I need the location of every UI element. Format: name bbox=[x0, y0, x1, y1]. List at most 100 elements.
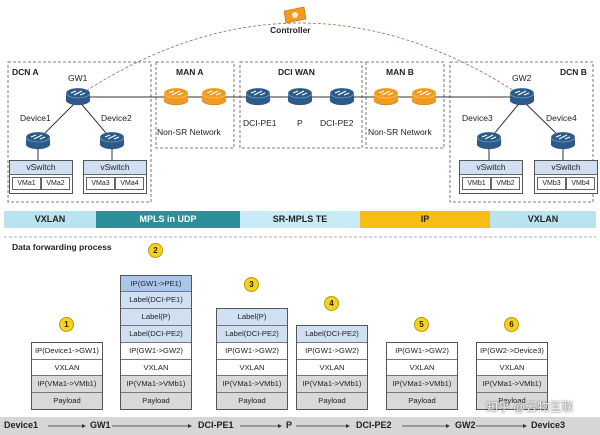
controller-icon bbox=[283, 6, 307, 24]
vswitch-group: vSwitch VMb3 VMb4 bbox=[534, 160, 598, 194]
device2-label: Device2 bbox=[101, 113, 132, 123]
non-sr-b-label: Non-SR Network bbox=[368, 127, 432, 137]
packet-row: IP(VMa1->VMb1) bbox=[477, 376, 547, 394]
packet-row: VXLAN bbox=[387, 359, 457, 377]
packet-row: VXLAN bbox=[477, 359, 547, 377]
packet-row: Label(DCI-PE1) bbox=[121, 292, 191, 310]
segment-vxlan-b: VXLAN bbox=[490, 211, 596, 228]
packet-row: IP(VMa1->VMb1) bbox=[297, 376, 367, 394]
dci-pe1-label: DCI-PE1 bbox=[243, 118, 277, 128]
packet-row: Payload bbox=[297, 393, 367, 409]
packet-row: IP(VMa1->VMb1) bbox=[32, 376, 102, 394]
flow-node: Device1 bbox=[4, 420, 39, 430]
device3-router-icon bbox=[476, 132, 502, 150]
man-a-router2-icon bbox=[201, 88, 227, 106]
step-badge-4: 4 bbox=[324, 296, 339, 311]
vswitch-label: vSwitch bbox=[10, 161, 72, 175]
controller-arc bbox=[77, 22, 523, 97]
vm-box: VMb3 bbox=[537, 177, 566, 190]
packet-row: VXLAN bbox=[121, 359, 191, 377]
flow-node: DCI-PE2 bbox=[356, 420, 392, 430]
watermark: 知乎 @云物互联 bbox=[486, 400, 574, 414]
process-title: Data forwarding process bbox=[12, 242, 112, 252]
vm-box: VMb1 bbox=[462, 177, 491, 190]
dci-pe2-router-icon bbox=[329, 88, 355, 106]
p-router-icon bbox=[287, 88, 313, 106]
dcn-a-label: DCN A bbox=[12, 67, 39, 77]
device4-label: Device4 bbox=[546, 113, 577, 123]
device1-router-icon bbox=[25, 132, 51, 150]
packet-row: Payload bbox=[121, 393, 191, 409]
segment-sr-mpls: SR-MPLS TE bbox=[240, 211, 360, 228]
packet-row: IP(VMa1->VMb1) bbox=[121, 376, 191, 394]
non-sr-a-label: Non-SR Network bbox=[157, 127, 221, 137]
dcn-b-box bbox=[449, 61, 594, 203]
vm-box: VMa2 bbox=[41, 177, 70, 190]
packet-stack-2: IP(GW1->PE1)Label(DCI-PE1)Label(P)Label(… bbox=[120, 274, 192, 410]
gw1-router-icon bbox=[65, 88, 91, 106]
packet-row: IP(GW1->GW2) bbox=[217, 342, 287, 360]
dci-wan-box bbox=[239, 61, 363, 149]
step-badge-3: 3 bbox=[244, 277, 259, 292]
packet-row: Label(P) bbox=[121, 309, 191, 326]
flow-node: GW2 bbox=[455, 420, 476, 430]
vm-box: VMb2 bbox=[491, 177, 520, 190]
flow-node: DCI-PE1 bbox=[198, 420, 234, 430]
dcn-b-label: DCN B bbox=[560, 67, 587, 77]
man-a-label: MAN A bbox=[176, 67, 204, 77]
packet-row: Payload bbox=[217, 393, 287, 409]
dci-pe2-label: DCI-PE2 bbox=[320, 118, 354, 128]
dcn-a-box bbox=[7, 61, 152, 203]
vswitch-label: vSwitch bbox=[84, 161, 146, 175]
gw1-label: GW1 bbox=[68, 73, 88, 83]
man-b-label: MAN B bbox=[386, 67, 414, 77]
packet-row: Label(DCI-PE2) bbox=[217, 325, 287, 343]
device1-label: Device1 bbox=[20, 113, 51, 123]
packet-row: Label(DCI-PE2) bbox=[297, 326, 367, 343]
vswitch-group: vSwitch VMa1 VMa2 bbox=[9, 160, 73, 194]
segment-mpls-udp: MPLS in UDP bbox=[96, 211, 240, 228]
packet-row: Payload bbox=[477, 393, 547, 409]
packet-row: VXLAN bbox=[32, 359, 102, 377]
packet-row: IP(GW1->GW2) bbox=[121, 342, 191, 360]
device4-router-icon bbox=[550, 132, 576, 150]
packet-row: VXLAN bbox=[297, 359, 367, 377]
dci-wan-label: DCI WAN bbox=[278, 67, 315, 77]
step-badge-2: 2 bbox=[148, 243, 163, 258]
man-a-router1-icon bbox=[163, 88, 189, 106]
man-b-router1-icon bbox=[373, 88, 399, 106]
packet-row: IP(Device1->GW1) bbox=[32, 342, 102, 360]
man-b-box bbox=[365, 61, 445, 149]
controller-label: Controller bbox=[270, 25, 311, 35]
flow-node: Device3 bbox=[531, 420, 566, 430]
gw2-router-icon bbox=[509, 88, 535, 106]
step-badge-6: 6 bbox=[504, 317, 519, 332]
dci-pe1-router-icon bbox=[245, 88, 271, 106]
vswitch-group: vSwitch VMb1 VMb2 bbox=[459, 160, 523, 194]
man-b-router2-icon bbox=[411, 88, 437, 106]
vswitch-label: vSwitch bbox=[535, 161, 597, 175]
packet-row: IP(GW1->GW2) bbox=[387, 342, 457, 360]
packet-row: Payload bbox=[387, 393, 457, 409]
vm-box: VMa3 bbox=[86, 177, 115, 190]
vswitch-group: vSwitch VMa3 VMa4 bbox=[83, 160, 147, 194]
device2-router-icon bbox=[99, 132, 125, 150]
p-label: P bbox=[297, 118, 303, 128]
device3-label: Device3 bbox=[462, 113, 493, 123]
packet-row: Label(P) bbox=[217, 309, 287, 326]
packet-row: IP(VMa1->VMb1) bbox=[387, 376, 457, 394]
step-badge-1: 1 bbox=[59, 317, 74, 332]
packet-row: VXLAN bbox=[217, 359, 287, 377]
man-a-box bbox=[155, 61, 235, 149]
vm-box: VMa1 bbox=[12, 177, 41, 190]
segment-ip: IP bbox=[360, 211, 490, 228]
packet-row: IP(GW1->GW2) bbox=[297, 342, 367, 360]
packet-row: Label(DCI-PE2) bbox=[121, 325, 191, 343]
packet-row: IP(GW1->PE1) bbox=[121, 275, 191, 293]
vswitch-label: vSwitch bbox=[460, 161, 522, 175]
